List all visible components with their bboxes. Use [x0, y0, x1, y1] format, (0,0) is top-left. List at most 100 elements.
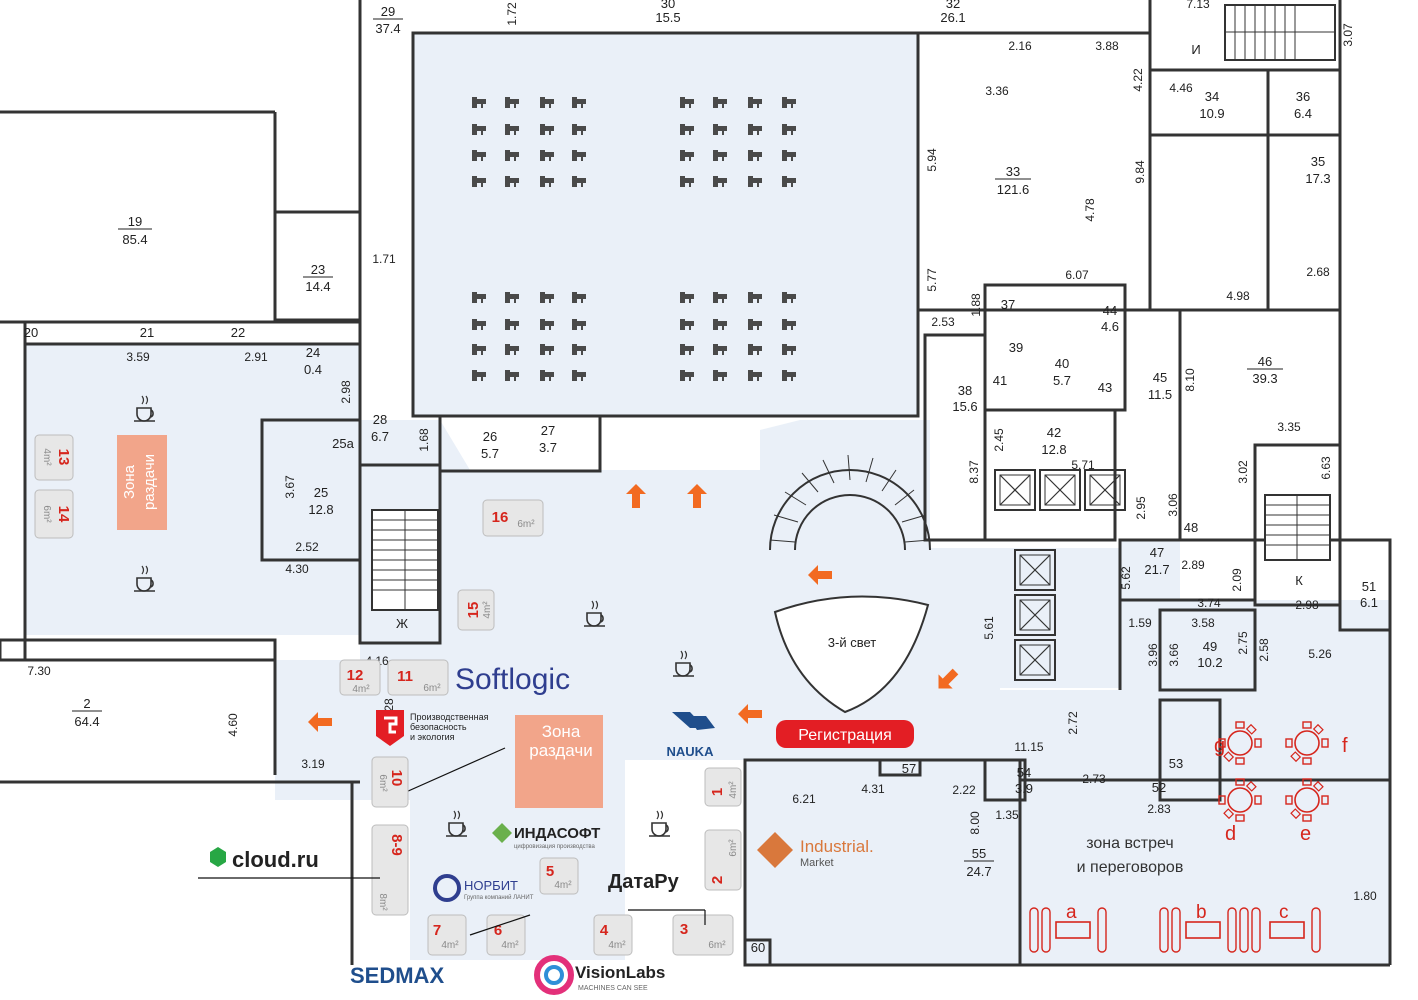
svg-text:47: 47: [1150, 545, 1164, 560]
table-b[interactable]: b: [1196, 902, 1207, 923]
logo-cloud[interactable]: cloud.ru: [210, 847, 319, 872]
letter-zh: Ж: [396, 616, 408, 631]
svg-text:29: 29: [381, 4, 395, 19]
svg-text:7.30: 7.30: [27, 664, 51, 678]
svg-text:3.07: 3.07: [1341, 23, 1355, 47]
svg-text:4.98: 4.98: [1226, 289, 1250, 303]
table-g[interactable]: f: [1342, 735, 1348, 757]
svg-text:2.98: 2.98: [1295, 598, 1319, 612]
svg-text:0.4: 0.4: [304, 362, 322, 377]
svg-text:21.7: 21.7: [1144, 562, 1169, 577]
logo-norbit[interactable]: НОРБИТ Группа компаний ЛАНИТ: [433, 874, 534, 902]
svg-text:3.36: 3.36: [985, 84, 1009, 98]
svg-text:54: 54: [1017, 765, 1031, 780]
svg-text:19: 19: [128, 214, 142, 229]
svg-text:Производственная: Производственная: [410, 712, 489, 722]
svg-text:37: 37: [1001, 297, 1015, 312]
table-f[interactable]: g: [1214, 735, 1225, 757]
svg-text:NAUKA: NAUKA: [667, 744, 715, 759]
svg-text:26.1: 26.1: [940, 10, 965, 25]
room-60: 60: [751, 940, 765, 955]
svg-text:6.7: 6.7: [371, 429, 389, 444]
svg-text:3.19: 3.19: [301, 757, 325, 771]
svg-text:10: 10: [388, 770, 405, 787]
svg-text:4.60: 4.60: [226, 713, 240, 737]
svg-text:11: 11: [397, 668, 413, 685]
svg-text:2.72: 2.72: [1066, 711, 1080, 735]
table-a[interactable]: a: [1066, 902, 1077, 923]
room-27: 273.7: [539, 423, 557, 455]
svg-text:24: 24: [306, 345, 320, 360]
svg-text:1.71: 1.71: [372, 252, 396, 266]
svg-text:3.88: 3.88: [1095, 39, 1119, 53]
logo-nauka[interactable]: NAUKA: [667, 712, 715, 759]
svg-text:6.63: 6.63: [1319, 456, 1333, 480]
room-21: 21: [140, 325, 154, 340]
logo-visionlabs[interactable]: VisionLabs MACHINES CAN SEE: [534, 955, 665, 995]
svg-text:3.35: 3.35: [1277, 420, 1301, 434]
room-25a: 25a: [332, 436, 354, 451]
room-52: 52: [1152, 780, 1166, 795]
svg-text:40: 40: [1055, 356, 1069, 371]
svg-text:5.7: 5.7: [481, 446, 499, 461]
svg-text:6: 6: [494, 922, 502, 939]
table-e[interactable]: e: [1300, 823, 1311, 845]
svg-text:28: 28: [373, 412, 387, 427]
svg-text:8.37: 8.37: [967, 460, 981, 484]
svg-text:6.1: 6.1: [1360, 595, 1378, 610]
logo-industrial-market[interactable]: Industrial. Market: [757, 832, 874, 869]
svg-text:20: 20: [24, 325, 38, 340]
logo-datary[interactable]: ДатаРу: [608, 871, 680, 893]
svg-text:35: 35: [1311, 154, 1325, 169]
svg-text:51: 51: [1362, 579, 1376, 594]
svg-text:57: 57: [902, 761, 916, 776]
svg-text:ДатаРу: ДатаРу: [608, 871, 680, 893]
room-39: 39: [1009, 340, 1023, 355]
svg-text:4m²: 4m²: [728, 781, 739, 799]
svg-text:15.6: 15.6: [952, 399, 977, 414]
table-c[interactable]: c: [1279, 902, 1289, 923]
svg-text:5.94: 5.94: [925, 148, 939, 172]
table-d[interactable]: d: [1225, 823, 1236, 845]
svg-text:1.35: 1.35: [995, 808, 1019, 822]
svg-text:4.30: 4.30: [285, 562, 309, 576]
svg-text:cloud.ru: cloud.ru: [232, 847, 319, 872]
logo-sedmax[interactable]: SEDMAX: [350, 963, 444, 988]
stairs-icon: [371, 4, 1336, 611]
svg-text:3.59: 3.59: [126, 350, 150, 364]
svg-text:2.58: 2.58: [1257, 638, 1271, 662]
svg-text:45: 45: [1153, 370, 1167, 385]
letter-k: К: [1295, 573, 1303, 588]
svg-text:9.84: 9.84: [1133, 160, 1147, 184]
registration-desk[interactable]: [776, 720, 914, 748]
svg-text:5.7: 5.7: [1053, 373, 1071, 388]
svg-text:12: 12: [347, 667, 364, 684]
svg-text:5.71: 5.71: [1071, 458, 1095, 472]
logo-indasoft[interactable]: ИНДАСОФТ цифровизация производства: [492, 823, 600, 850]
svg-text:23: 23: [311, 262, 325, 277]
logo-softlogic[interactable]: Softlogic: [455, 663, 570, 696]
third-light-void: [773, 595, 930, 714]
logo-safety[interactable]: Производственная безопасность и экология: [376, 710, 489, 746]
svg-text:15.5: 15.5: [655, 10, 680, 25]
